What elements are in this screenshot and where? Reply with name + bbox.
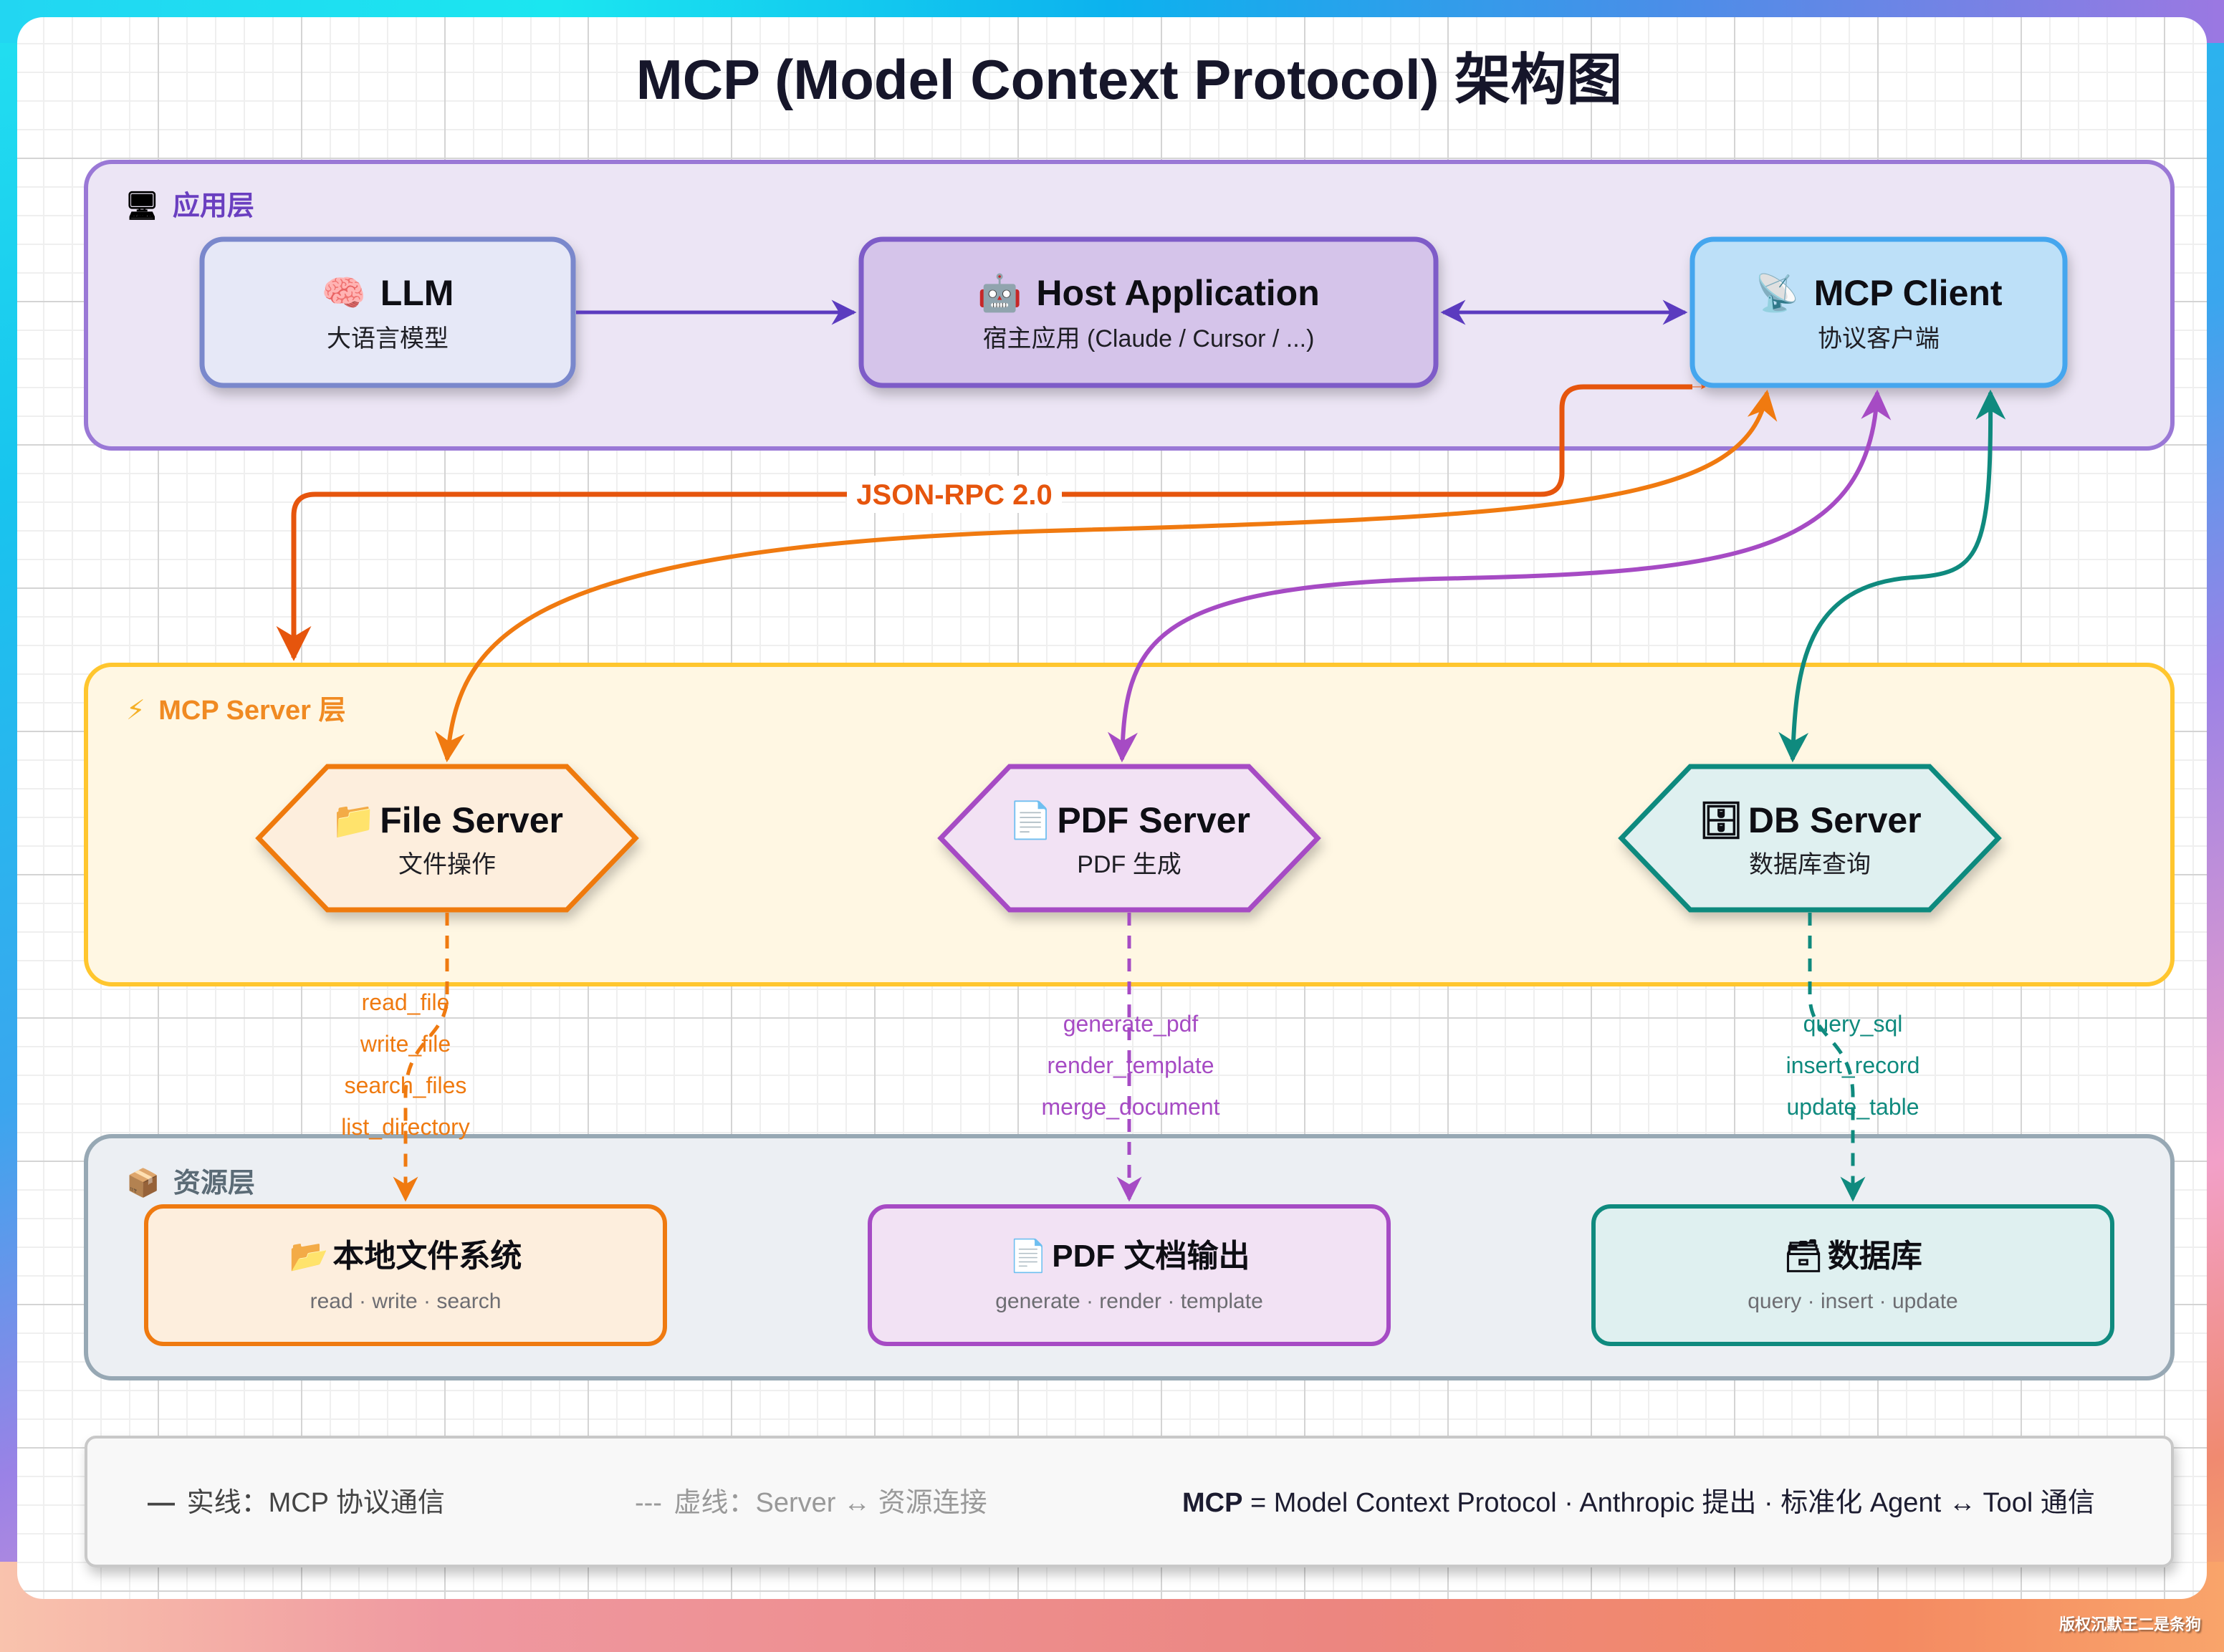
satellite-antenna-icon: 📡 xyxy=(1755,270,1799,313)
tool-label: render_template xyxy=(1047,1052,1214,1078)
diagram-card: MCP (Model Context Protocol) 架构图 🖥 应用层 🧠… xyxy=(17,17,2207,1599)
host-title: Host Application xyxy=(1036,273,1319,313)
pdf-server-node[interactable] xyxy=(937,764,1321,913)
app-layer: 🖥 应用层 🧠 LLM 大语言模型 🤖 Host Application 宿主应… xyxy=(84,160,2175,451)
svg-text:📂本地文件系统: 📂本地文件系统 xyxy=(289,1239,522,1274)
svg-text:MCP = Model Context Protocol ·: MCP = Model Context Protocol · Anthropic… xyxy=(1182,1488,2095,1518)
resource-fs-subtitle: read · write · search xyxy=(310,1290,502,1313)
db-server-subtitle: 数据库查询 xyxy=(1749,851,1871,878)
client-db-server-arrow xyxy=(1778,389,2006,763)
llm-subtitle: 大语言模型 xyxy=(327,325,449,352)
db-server-title: DB Server xyxy=(1748,800,1922,840)
page-title: MCP (Model Context Protocol) 架构图 xyxy=(636,48,1623,111)
file-server-title: File Server xyxy=(380,800,563,840)
mcp-client-node[interactable] xyxy=(1689,236,2068,388)
svg-text:🗄DB Server: 🗄DB Server xyxy=(1698,800,1921,840)
tool-label: list_directory xyxy=(341,1114,470,1140)
tool-label: search_files xyxy=(345,1072,467,1098)
svg-text:📡 MCP Client: 📡 MCP Client xyxy=(1755,270,2003,313)
svg-text:— 实线：MCP 协议通信: — 实线：MCP 协议通信 xyxy=(148,1488,445,1518)
file-server-node[interactable] xyxy=(255,764,639,913)
svg-text:📄PDF 文档输出: 📄PDF 文档输出 xyxy=(1008,1238,1250,1274)
svg-text:📄PDF Server: 📄PDF Server xyxy=(1008,799,1250,840)
legend-dashed-text: 虚线：Server ↔ 资源连接 xyxy=(674,1488,987,1518)
legend-note-text: = Model Context Protocol · Anthropic 提出 … xyxy=(1242,1488,2094,1518)
svg-text:--- 虚线：Server ↔ 资源连接: --- 虚线：Server ↔ 资源连接 xyxy=(635,1488,987,1518)
page-icon: 📄 xyxy=(1008,1238,1048,1274)
brain-icon: 🧠 xyxy=(322,273,366,313)
llm-node[interactable] xyxy=(199,236,576,388)
file-server-resource-connector xyxy=(393,913,449,1202)
llm-title: LLM xyxy=(380,273,454,313)
pdf-server-title: PDF Server xyxy=(1057,800,1250,840)
document-icon: 📄 xyxy=(1008,799,1053,840)
host-application-node[interactable] xyxy=(858,236,1439,388)
package-icon: 📦 xyxy=(126,1167,160,1199)
desktop-computer-icon: 🖥 xyxy=(125,191,159,221)
card-file-box-icon: 🗃 xyxy=(1783,1239,1823,1274)
legend-solid-text: 实线：MCP 协议通信 xyxy=(187,1488,445,1518)
open-folder-icon: 📂 xyxy=(289,1239,329,1274)
db-server-resource-connector xyxy=(1808,913,1866,1202)
watermark: 版权沉默王二是条狗 xyxy=(2058,1616,2201,1634)
resource-fs-title: 本地文件系统 xyxy=(332,1239,522,1274)
folder-icon: 📁 xyxy=(331,800,375,840)
dashed-line-symbol: --- xyxy=(635,1488,662,1518)
architecture-diagram: MCP (Model Context Protocol) 架构图 🖥 应用层 🧠… xyxy=(84,48,2175,1567)
resource-db-title: 数据库 xyxy=(1828,1239,1922,1274)
tool-label: generate_pdf xyxy=(1063,1011,1199,1037)
json-rpc-label: JSON-RPC 2.0 xyxy=(856,479,1052,511)
servers-group: 📁File Server 文件操作 read_file write_filesearc… xyxy=(144,764,2114,1346)
pdf-server-subtitle: PDF 生成 xyxy=(1077,851,1181,878)
file-server-subtitle: 文件操作 xyxy=(398,851,496,878)
svg-text:🤖 Host Application: 🤖 Host Application xyxy=(977,272,1320,313)
tool-label: read_file xyxy=(362,989,450,1015)
tool-label: query_sql xyxy=(1803,1011,1903,1037)
legend-box xyxy=(85,1436,2174,1567)
tool-label: insert_record xyxy=(1786,1052,1920,1078)
resource-pdfout-node[interactable] xyxy=(868,1204,1391,1346)
tool-label: update_table xyxy=(1786,1094,1919,1120)
svg-text:⚡ MCP Server 层: ⚡ MCP Server 层 xyxy=(126,696,345,726)
robot-icon: 🤖 xyxy=(977,272,1022,313)
client-subtitle: 协议客户端 xyxy=(1818,325,1940,352)
lightning-icon: ⚡ xyxy=(126,696,145,726)
svg-text:🖥 应用层: 🖥 应用层 xyxy=(125,191,254,221)
tool-label: merge_document xyxy=(1041,1094,1219,1120)
app-layer-label: 应用层 xyxy=(173,191,254,221)
resource-db-subtitle: query · insert · update xyxy=(1748,1290,1957,1313)
legend-note-bold: MCP xyxy=(1182,1488,1242,1518)
svg-text:🗃数据库: 🗃数据库 xyxy=(1783,1239,1922,1274)
resource-pdfout-subtitle: generate · render · template xyxy=(995,1290,1263,1313)
resource-db-node[interactable] xyxy=(1591,1204,2114,1346)
resource-pdfout-title: PDF 文档输出 xyxy=(1052,1239,1250,1274)
host-subtitle: 宿主应用 (Claude / Cursor / ...) xyxy=(983,325,1315,352)
solid-line-symbol: — xyxy=(148,1488,175,1518)
db-server-node[interactable] xyxy=(1618,764,2002,913)
resource-layer-label: 资源层 xyxy=(173,1168,255,1199)
svg-text:📦 资源层: 📦 资源层 xyxy=(126,1167,255,1199)
tool-label: write_file xyxy=(360,1031,451,1057)
resource-fs-node[interactable] xyxy=(144,1204,667,1346)
svg-text:🧠 LLM: 🧠 LLM xyxy=(322,273,454,313)
file-cabinet-icon: 🗄 xyxy=(1698,800,1743,840)
server-layer-label: MCP Server 层 xyxy=(158,696,345,726)
client-title: MCP Client xyxy=(1814,273,2003,313)
legend: — 实线：MCP 协议通信 --- 虚线：Server ↔ 资源连接 MCP =… xyxy=(85,1436,2174,1567)
svg-text:📁File Server: 📁File Server xyxy=(331,800,563,840)
